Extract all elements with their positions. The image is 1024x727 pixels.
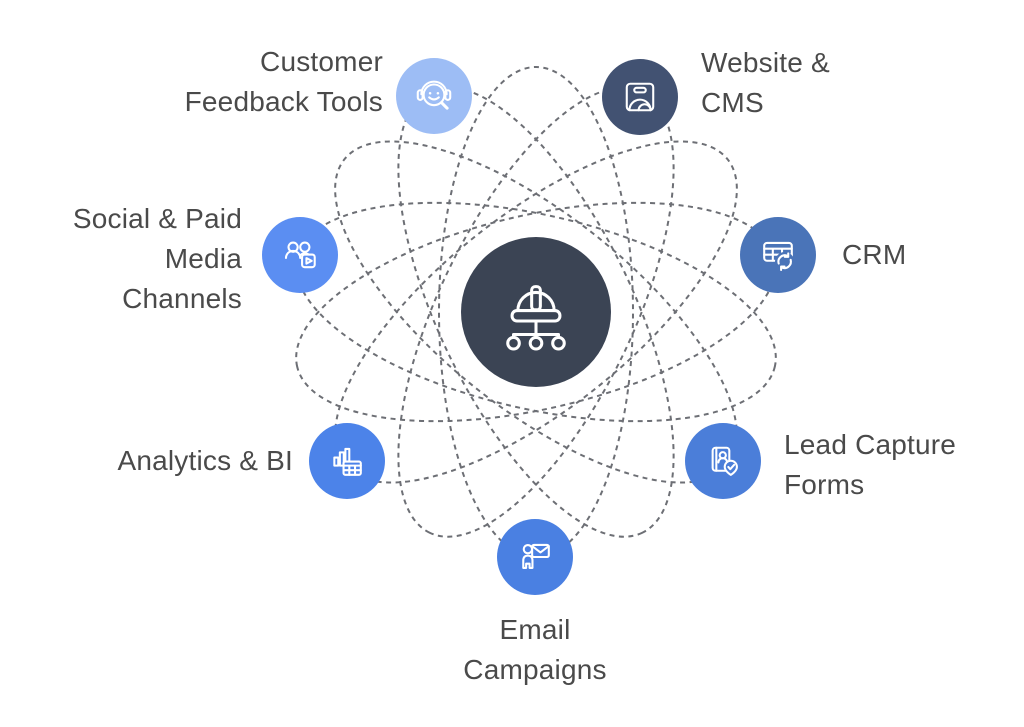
bar-chart-table-icon (333, 447, 362, 476)
table-sync-icon (763, 241, 795, 272)
website-cms-label: Website & CMS (701, 47, 830, 118)
headset-magnifier-icon (416, 80, 452, 110)
person-envelope-icon (522, 543, 550, 569)
customer-feedback-tools-label: Customer Feedback Tools (184, 46, 383, 117)
lead-capture-forms-node (685, 423, 761, 499)
analytics-bi-label: Analytics & BI (117, 445, 293, 476)
customer-feedback-tools-node (396, 58, 472, 134)
email-campaigns-label: Email Campaigns (463, 614, 607, 685)
people-video-icon (284, 241, 316, 269)
browser-gauge-icon (625, 82, 655, 112)
social-paid-media-label: Social & Paid Media Channels (72, 203, 242, 314)
lead-capture-forms-label: Lead Capture Forms (784, 429, 957, 500)
crm-label: CRM (842, 239, 907, 270)
website-cms-node (602, 59, 678, 135)
hardhat-hierarchy-icon (506, 285, 566, 351)
id-card-check-icon (711, 446, 738, 476)
